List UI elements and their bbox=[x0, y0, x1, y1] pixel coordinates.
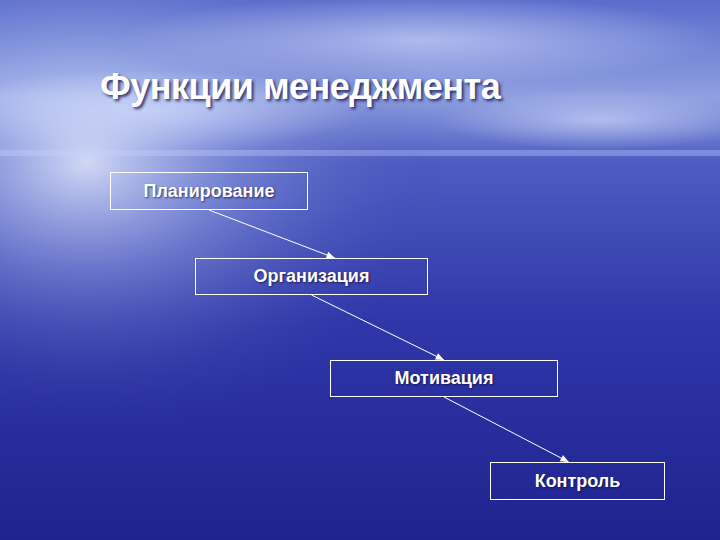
box-label: Мотивация bbox=[395, 368, 494, 389]
function-box: Контроль bbox=[490, 462, 665, 500]
box-label: Планирование bbox=[143, 181, 274, 202]
arrow-line bbox=[312, 295, 445, 360]
function-box: Планирование bbox=[110, 172, 308, 210]
arrow-line bbox=[444, 397, 569, 462]
box-label: Контроль bbox=[535, 471, 621, 492]
flow-arrow bbox=[209, 210, 335, 258]
flow-arrow bbox=[312, 295, 445, 360]
arrow-line bbox=[209, 210, 335, 258]
function-box: Организация bbox=[195, 258, 428, 295]
slide-title: Функции менеджмента bbox=[100, 66, 500, 108]
function-box: Мотивация bbox=[330, 360, 558, 397]
flow-arrow bbox=[444, 397, 569, 462]
arrow-head bbox=[435, 353, 444, 360]
box-label: Организация bbox=[254, 266, 370, 287]
arrow-head bbox=[560, 455, 569, 462]
